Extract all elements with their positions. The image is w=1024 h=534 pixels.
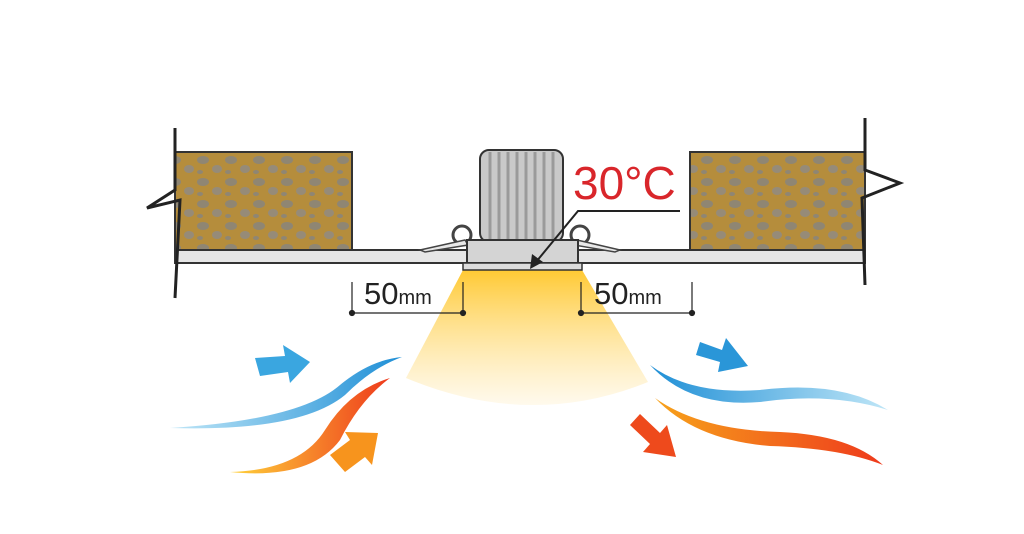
heatsink [479, 149, 564, 243]
fixture-trim [462, 262, 583, 271]
temperature-leader [535, 210, 680, 263]
light-beam [406, 270, 648, 406]
dimension-label-left: 50mm [364, 278, 432, 309]
warm-air-stream-right [655, 398, 883, 465]
cool-air-stream-right [650, 365, 888, 410]
temperature-label: 30°C [573, 157, 676, 209]
dimension-value: 50 [364, 276, 399, 311]
warm-air-arrow-left [330, 432, 378, 472]
wall-left [146, 128, 182, 299]
cool-air-stream-left [170, 357, 402, 429]
dimension-right [577, 282, 696, 317]
dimension-value: 50 [594, 276, 629, 311]
dimension-label-right: 50mm [594, 278, 662, 309]
leader-arrowhead [530, 254, 543, 269]
warm-air-arrow-right [630, 414, 676, 457]
dimension-left [348, 282, 467, 317]
dimension-unit: mm [628, 287, 662, 309]
insulation-right [689, 151, 866, 251]
cool-air-arrow-right [696, 338, 748, 372]
fixture-body [466, 239, 579, 264]
dimension-unit: mm [398, 287, 432, 309]
wall-right [860, 118, 905, 286]
insulation-left [174, 151, 353, 251]
cool-air-arrow-left [255, 345, 310, 383]
warm-air-stream-left [230, 378, 390, 474]
